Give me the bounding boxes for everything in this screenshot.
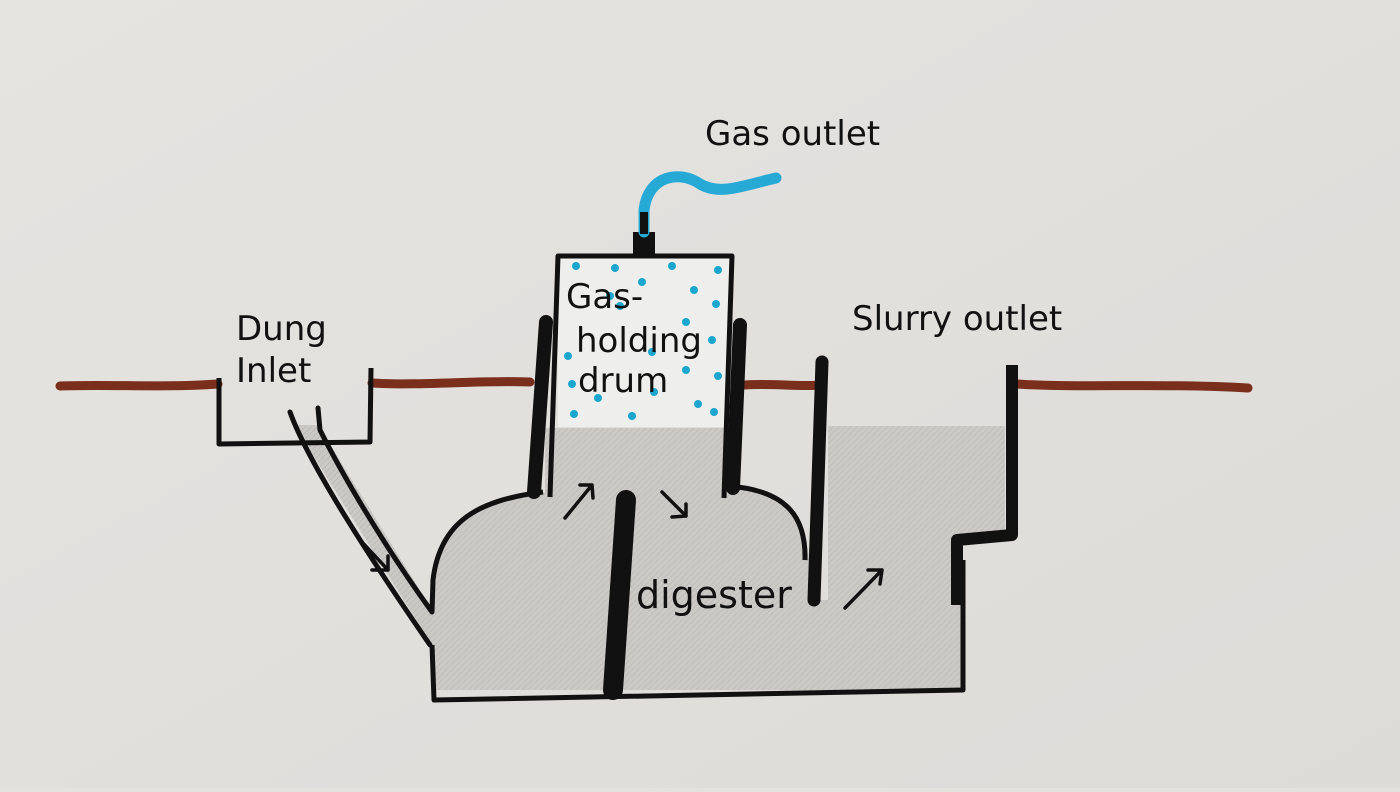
flow-arrow-icon <box>358 483 884 610</box>
label-gas-outlet: Gas outlet <box>705 114 880 154</box>
drum-guide-right <box>726 318 747 495</box>
gas-bubbles <box>564 262 722 420</box>
label-slurry-outlet: Slurry outlet <box>852 299 1062 339</box>
label-digester: digester <box>636 573 792 617</box>
dung-inlet-pit <box>216 367 374 447</box>
digester-baffle <box>603 490 636 700</box>
label-drum-3: drum <box>578 361 668 401</box>
inlet-pipe-fill <box>294 425 432 645</box>
label-dung-inlet-2: Inlet <box>236 351 311 391</box>
slurry-outlet-wall <box>951 365 1018 605</box>
gas-pipe <box>638 171 782 238</box>
gas-valve <box>633 232 655 258</box>
label-drum-1: Gas- <box>566 277 643 317</box>
label-drum-2: holding <box>576 321 702 361</box>
inlet-pipe <box>287 405 435 648</box>
outlet-partition <box>807 355 829 607</box>
slurry-fill <box>432 426 1005 690</box>
digester-wall <box>429 483 966 703</box>
ground-line <box>55 377 1253 393</box>
label-dung-inlet-1: Dung <box>236 309 327 349</box>
drum-guide-left <box>527 315 553 499</box>
